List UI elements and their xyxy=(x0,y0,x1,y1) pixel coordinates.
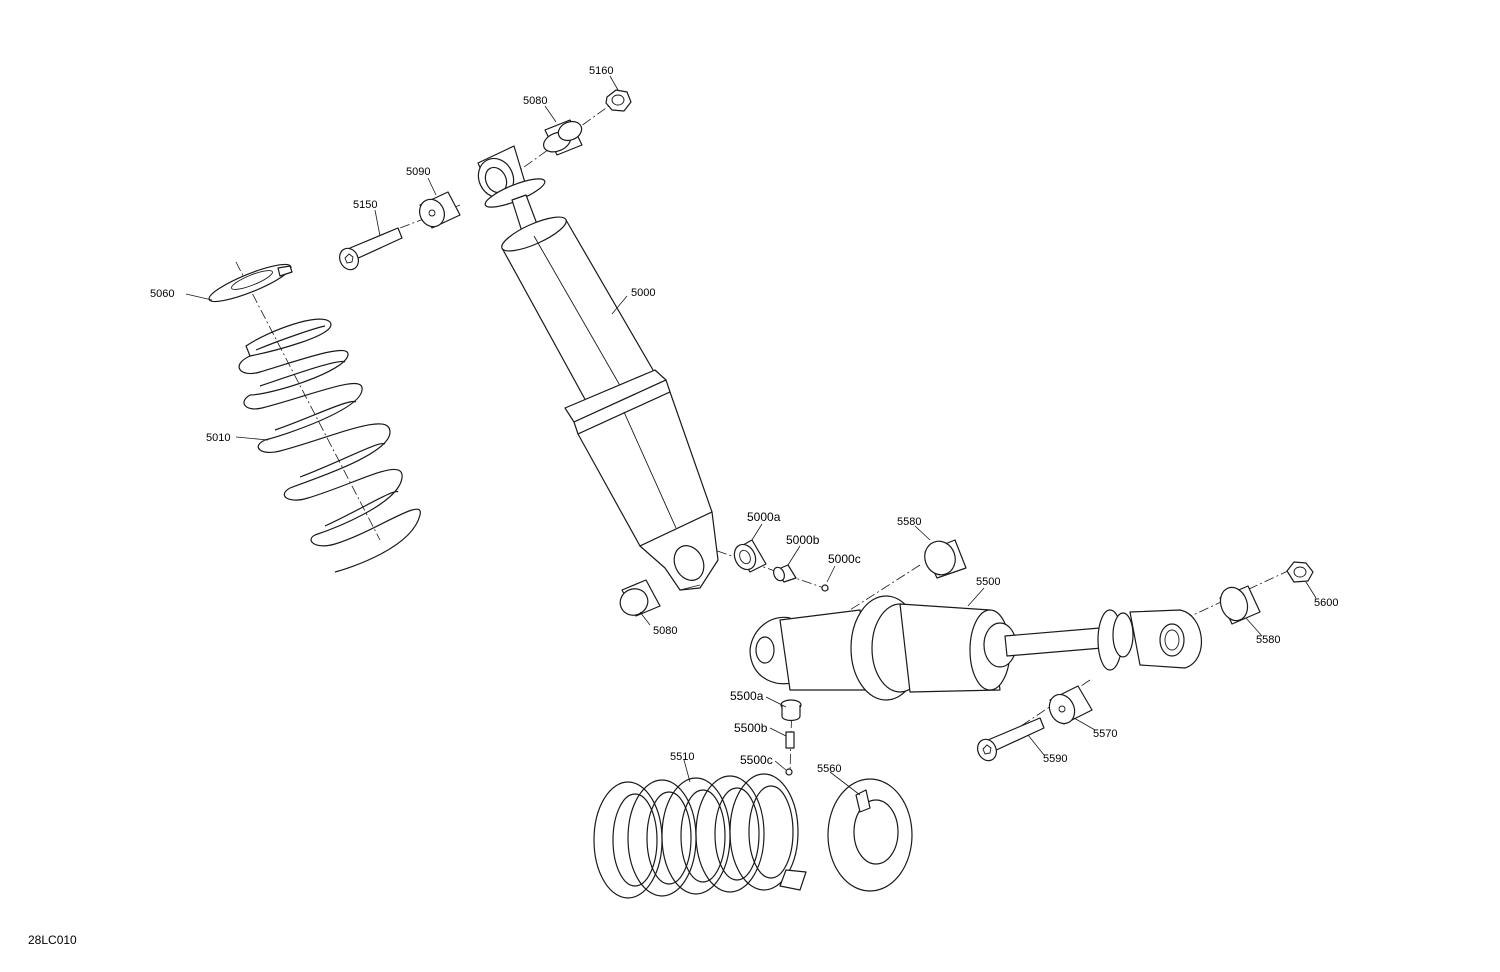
spring-seat-5060 xyxy=(208,263,293,303)
valve-5500b xyxy=(785,731,795,749)
nut-5600 xyxy=(1286,561,1314,583)
callout-5500c: 5500c xyxy=(740,753,773,767)
bushing-5580-right xyxy=(1219,585,1261,625)
callout-5000a: 5000a xyxy=(747,510,781,524)
callout-5080-bottom: 5080 xyxy=(653,625,677,637)
adjuster-5500a xyxy=(780,699,802,722)
callout-5570: 5570 xyxy=(1093,728,1117,740)
callout-5150: 5150 xyxy=(353,199,377,211)
callout-5560: 5560 xyxy=(817,763,841,775)
callout-5500a: 5500a xyxy=(730,689,764,703)
callout-5590: 5590 xyxy=(1043,753,1067,765)
callout-5580-right: 5580 xyxy=(1256,634,1280,646)
spacer-5570 xyxy=(1048,685,1093,725)
bushing-5080-bottom xyxy=(619,579,661,617)
shock-absorber-5000 xyxy=(477,145,719,591)
seal-5000c xyxy=(821,584,829,592)
nut-5160 xyxy=(605,89,632,112)
seal-5500c xyxy=(785,768,793,776)
coil-spring-5510 xyxy=(593,773,807,899)
callout-5000c: 5000c xyxy=(828,552,861,566)
callout-5080-top: 5080 xyxy=(523,95,547,107)
valve-5000b xyxy=(772,564,797,583)
callout-5500b: 5500b xyxy=(734,721,768,735)
callout-5000: 5000 xyxy=(631,287,655,299)
bolt-5150 xyxy=(339,227,403,271)
leader-lines xyxy=(185,75,1317,796)
callout-5000b: 5000b xyxy=(786,533,820,547)
callout-5160: 5160 xyxy=(589,65,613,77)
callout-5060: 5060 xyxy=(150,288,174,300)
callout-5510: 5510 xyxy=(670,751,694,763)
callout-5010: 5010 xyxy=(206,432,230,444)
shock-absorber-5500 xyxy=(749,595,1202,701)
bushing-5580-top xyxy=(924,539,967,579)
coil-spring-5010 xyxy=(238,318,421,573)
bolt-5590 xyxy=(977,717,1045,762)
spacer-5090 xyxy=(419,191,461,229)
figure-code: 28LC010 xyxy=(28,933,77,947)
bushing-5080-top xyxy=(542,119,583,156)
split-spacer-5560 xyxy=(827,778,913,892)
callout-5600: 5600 xyxy=(1314,597,1338,609)
callout-5090: 5090 xyxy=(406,166,430,178)
callout-5500: 5500 xyxy=(976,576,1000,588)
callout-labels: 5160 5080 5090 5150 5060 5000 5010 5000a… xyxy=(150,65,1338,775)
callout-5580-top: 5580 xyxy=(897,516,921,528)
adjuster-5000a xyxy=(733,539,767,573)
